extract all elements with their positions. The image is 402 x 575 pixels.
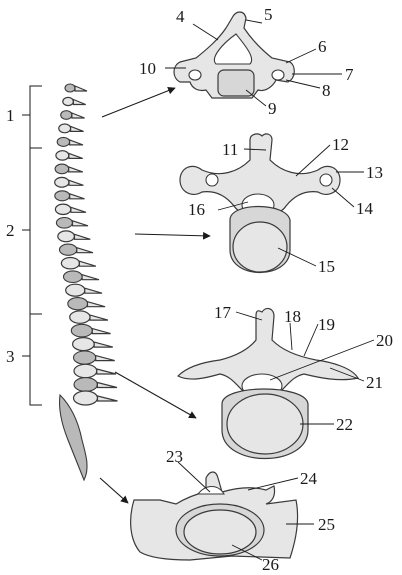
arrow-sacrum (100, 478, 128, 503)
spine-process (69, 153, 83, 158)
spine-process (97, 383, 117, 388)
spine-process (82, 275, 99, 280)
spine-process (73, 100, 85, 105)
cervical-vertebra-icon (174, 12, 294, 98)
callout-22: 22 (336, 415, 353, 434)
region-label-2: 2 (6, 221, 15, 240)
region-label-1: 1 (6, 106, 15, 125)
spine-vertebra (58, 231, 75, 242)
callout-17: 17 (214, 303, 232, 322)
callout-15: 15 (318, 257, 335, 276)
callout-20: 20 (376, 331, 393, 350)
callout-10: 10 (139, 59, 156, 78)
arrow-thoracic (135, 234, 210, 236)
spine-vertebra (56, 151, 69, 160)
callout-16: 16 (188, 200, 205, 219)
spine-vertebra (64, 271, 83, 283)
spine-vertebra (57, 137, 69, 146)
sacrum-icon (131, 472, 298, 560)
spine-process (73, 221, 89, 226)
spine-vertebra (74, 351, 96, 364)
spine-process (96, 356, 115, 361)
callout-9: 9 (268, 99, 277, 118)
spine-vertebra (73, 338, 95, 351)
spine-process (71, 126, 84, 131)
callout-5: 5 (264, 5, 273, 24)
callout-25: 25 (318, 515, 335, 534)
spine-vertebra (55, 164, 69, 174)
callout-26: 26 (262, 555, 279, 574)
callout-18: 18 (284, 307, 301, 326)
spine-process (85, 288, 102, 293)
callout-14: 14 (356, 199, 374, 218)
spine-vertebra (59, 124, 71, 133)
spine-process (75, 234, 91, 239)
callout-23: 23 (166, 447, 183, 466)
vertebral-column-icon (55, 84, 118, 480)
callout-labels: 4 5 6 7 8 9 10 11 12 13 14 16 15 17 18 1… (139, 5, 393, 574)
spine-vertebra (61, 111, 72, 120)
spine-process (77, 248, 93, 253)
spine-vertebra (68, 298, 88, 310)
spine-process (70, 194, 85, 199)
callout-6: 6 (318, 37, 327, 56)
spine-process (75, 86, 87, 91)
spine-process (69, 180, 83, 185)
callout-24: 24 (300, 469, 318, 488)
callout-13: 13 (366, 163, 383, 182)
region-bracket (22, 86, 42, 405)
callout-11: 11 (222, 140, 238, 159)
callout-12: 12 (332, 135, 349, 154)
spine-process (92, 329, 110, 334)
callout-21: 21 (366, 373, 383, 392)
callout-4: 4 (176, 7, 185, 26)
arrows (100, 88, 210, 503)
arrow-cervical (102, 88, 175, 117)
spine-vertebra (56, 218, 72, 229)
spine-vertebra (74, 364, 97, 377)
spine-process (90, 315, 108, 320)
spine-vertebra (55, 177, 69, 187)
spine-process (69, 167, 83, 172)
spine-process (97, 369, 116, 374)
spine-vertebra (66, 284, 85, 296)
callout-19: 19 (318, 315, 335, 334)
spine-process (98, 396, 118, 401)
spine-vertebra (55, 191, 70, 201)
spine-process (72, 113, 85, 118)
spine-vertebra (61, 258, 79, 269)
spine-vertebra (55, 204, 70, 214)
spine-vertebra (74, 391, 98, 405)
region-label-3: 3 (6, 347, 15, 366)
spine-process (88, 302, 106, 307)
callout-8: 8 (322, 81, 331, 100)
spine-process (70, 140, 83, 145)
spine-process (94, 342, 113, 347)
spine-vertebra (59, 244, 76, 255)
spine-process (71, 207, 86, 212)
spine-vertebra (70, 311, 90, 323)
callout-7: 7 (345, 65, 354, 84)
spine-vertebra (63, 97, 74, 105)
spine-vertebra (71, 324, 92, 337)
spine-vertebra (65, 84, 75, 92)
arrow-lumbar (115, 372, 196, 418)
spine-process (79, 261, 96, 266)
spine-vertebra (74, 378, 97, 392)
